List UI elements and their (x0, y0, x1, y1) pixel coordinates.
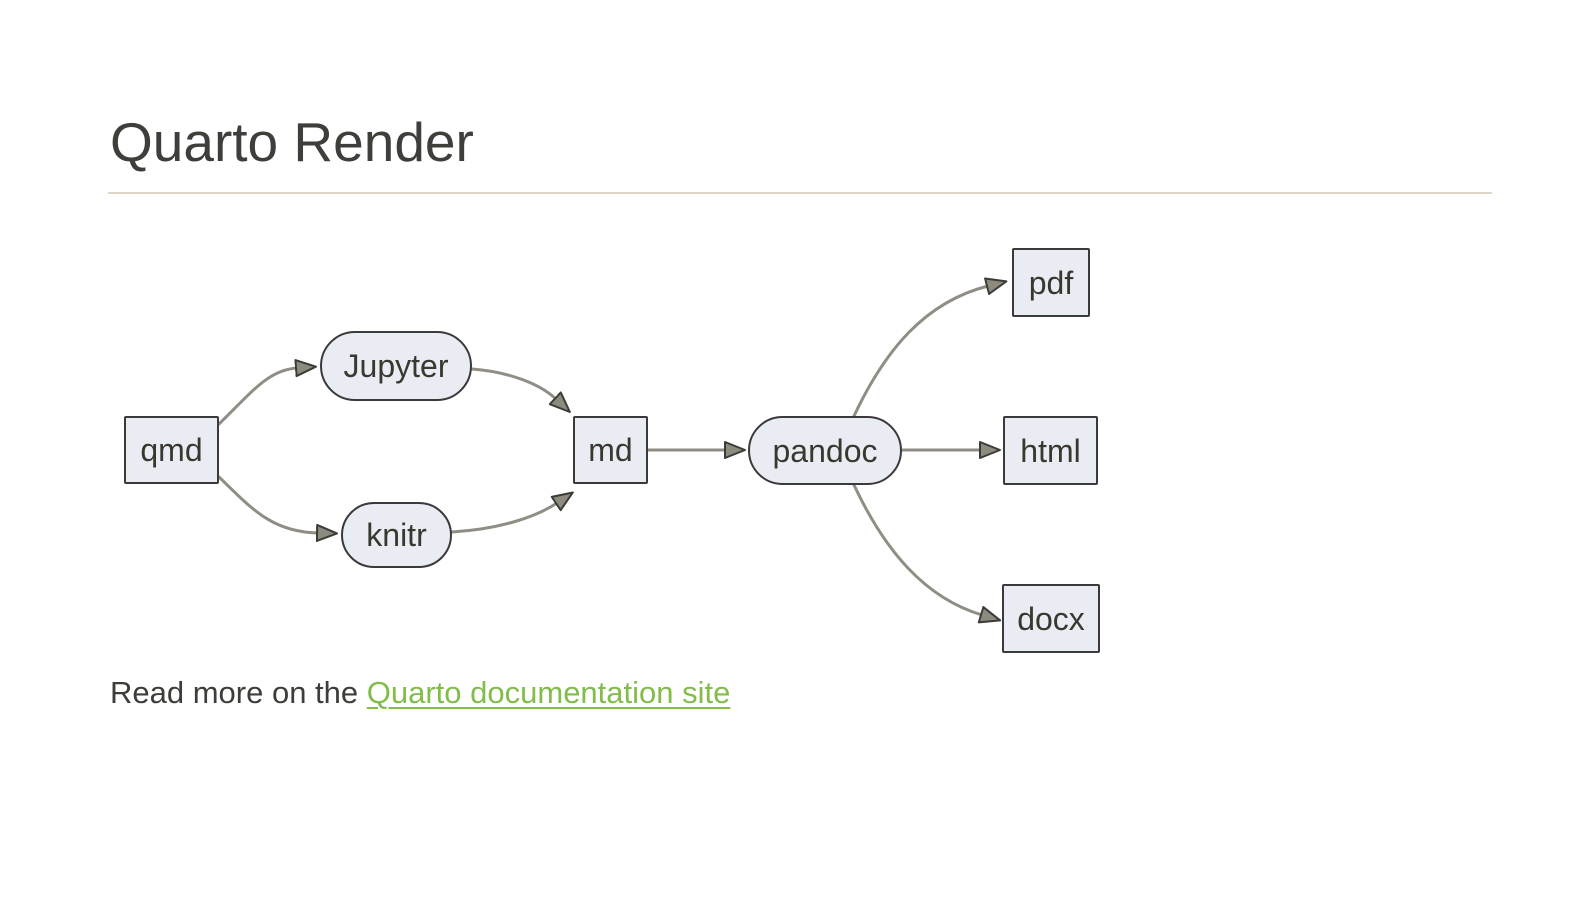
edge-jupyter-md (470, 367, 571, 413)
node-pandoc-label: pandoc (772, 432, 878, 469)
node-pandoc: pandoc (748, 416, 902, 485)
edge-qmd-knitr (217, 475, 338, 542)
node-jupyter: Jupyter (320, 331, 472, 401)
node-md-label: md (588, 432, 633, 468)
read-more-prefix: Read more on the (110, 675, 367, 710)
node-qmd-label: qmd (140, 432, 203, 468)
node-qmd: qmd (124, 416, 219, 484)
edge-qmd-jupyter (217, 359, 317, 426)
read-more-paragraph: Read more on the Quarto documentation si… (110, 674, 730, 713)
node-html-label: html (1020, 432, 1081, 469)
node-docx-label: docx (1017, 600, 1085, 637)
node-pdf-label: pdf (1028, 264, 1074, 301)
edge-pandoc-pdf (852, 277, 1008, 418)
node-html: html (1003, 416, 1098, 485)
node-knitr-label: knitr (366, 517, 427, 553)
title-divider (108, 192, 1492, 194)
node-md: md (573, 416, 648, 484)
page-title: Quarto Render (110, 111, 474, 173)
node-pdf: pdf (1012, 248, 1090, 317)
node-jupyter-label: Jupyter (343, 348, 449, 384)
quarto-docs-link[interactable]: Quarto documentation site (366, 675, 731, 710)
node-knitr: knitr (341, 502, 452, 568)
edge-knitr-md (450, 491, 574, 534)
node-docx: docx (1002, 584, 1100, 653)
edge-pandoc-docx (852, 483, 1002, 624)
